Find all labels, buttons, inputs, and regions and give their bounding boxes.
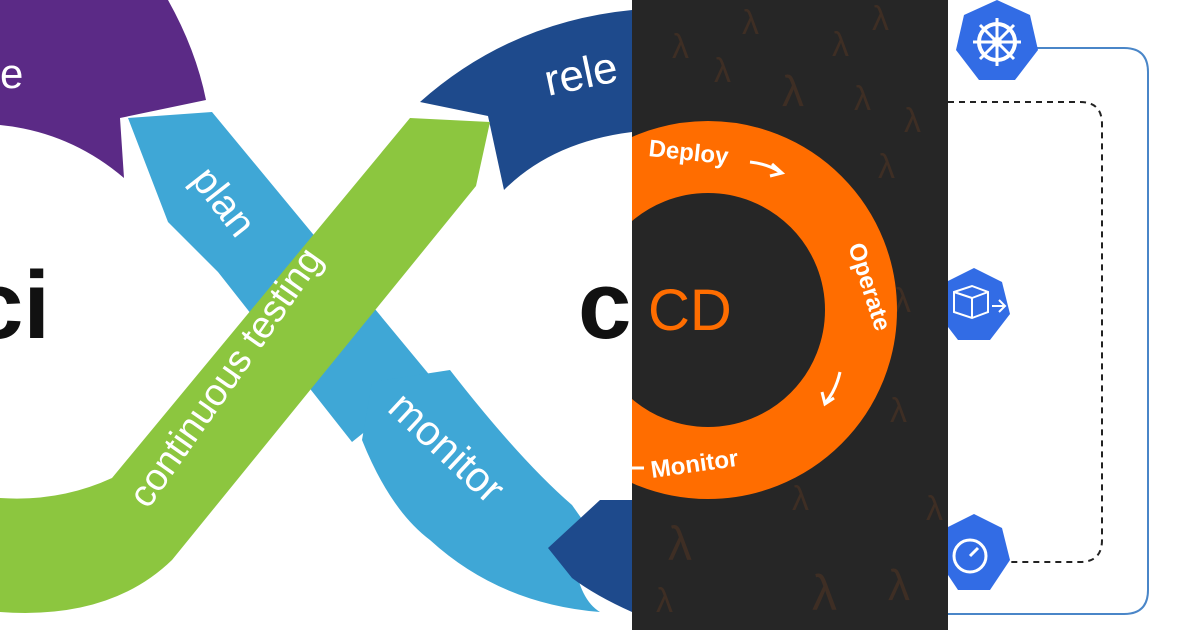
- lambda-icon: λ: [812, 565, 837, 621]
- code-arrow-label: e: [0, 50, 23, 97]
- lambda-icon: λ: [832, 26, 849, 64]
- lambda-icon: λ: [714, 52, 731, 90]
- cd-cycle-diagram: λ λ λ λ λ λ λ λ λ λ λ λ λ λ λ λ λ CD: [632, 0, 943, 621]
- kubernetes-helm-icon: [956, 0, 1038, 80]
- lambda-icon: λ: [888, 561, 910, 610]
- k8s-diagram-panel: hpa ota: [948, 0, 1200, 630]
- lambda-icon: λ: [926, 490, 943, 528]
- outer-connector: [948, 47, 1149, 615]
- release-arrow-tail: [548, 500, 632, 612]
- lambda-icon: λ: [854, 80, 871, 118]
- lambda-icon: λ: [742, 4, 759, 42]
- lambda-icon: λ: [782, 67, 804, 116]
- lambda-icon: λ: [890, 392, 907, 430]
- lambda-pattern: λ λ λ λ λ λ λ λ λ λ λ λ λ λ λ λ λ: [656, 0, 943, 621]
- monitor-arrow: [362, 370, 600, 612]
- lambda-icon: λ: [656, 582, 673, 620]
- lambda-icon: λ: [878, 148, 895, 186]
- lambda-icon: λ: [894, 282, 911, 320]
- devops-loop-panel: e rele plan monitor continuous testing c…: [0, 0, 632, 613]
- lambda-icon: λ: [672, 28, 689, 66]
- inner-dashed-connector: [948, 101, 1103, 563]
- hpa-icon: [948, 268, 1010, 340]
- continuous-testing-arrow: [0, 118, 490, 613]
- quota-label: ota: [956, 587, 978, 604]
- release-arrow: [420, 10, 632, 190]
- cd-ring: [632, 121, 897, 499]
- lambda-icon: λ: [792, 480, 809, 518]
- deploy-arrow-head: [769, 162, 786, 178]
- operate-arrow: [824, 371, 842, 403]
- quota-gauge-icon: [948, 514, 1010, 590]
- lambda-icon: λ: [872, 0, 889, 38]
- hpa-label: hpa: [956, 343, 982, 360]
- ci-label: ci: [0, 252, 50, 359]
- lambda-icon: λ: [668, 518, 692, 571]
- k8s-diagram: hpa ota: [948, 0, 1149, 615]
- cd-cycle-panel: λ λ λ λ λ λ λ λ λ λ λ λ λ λ λ λ λ CD: [632, 0, 948, 630]
- operate-arrow-head: [820, 391, 835, 407]
- cd-label: c: [578, 252, 631, 359]
- code-arrow: [0, 0, 206, 178]
- lambda-icon: λ: [904, 102, 921, 140]
- cd-center-label: CD: [648, 278, 732, 343]
- devops-loop-diagram: e rele plan monitor continuous testing c…: [0, 0, 632, 613]
